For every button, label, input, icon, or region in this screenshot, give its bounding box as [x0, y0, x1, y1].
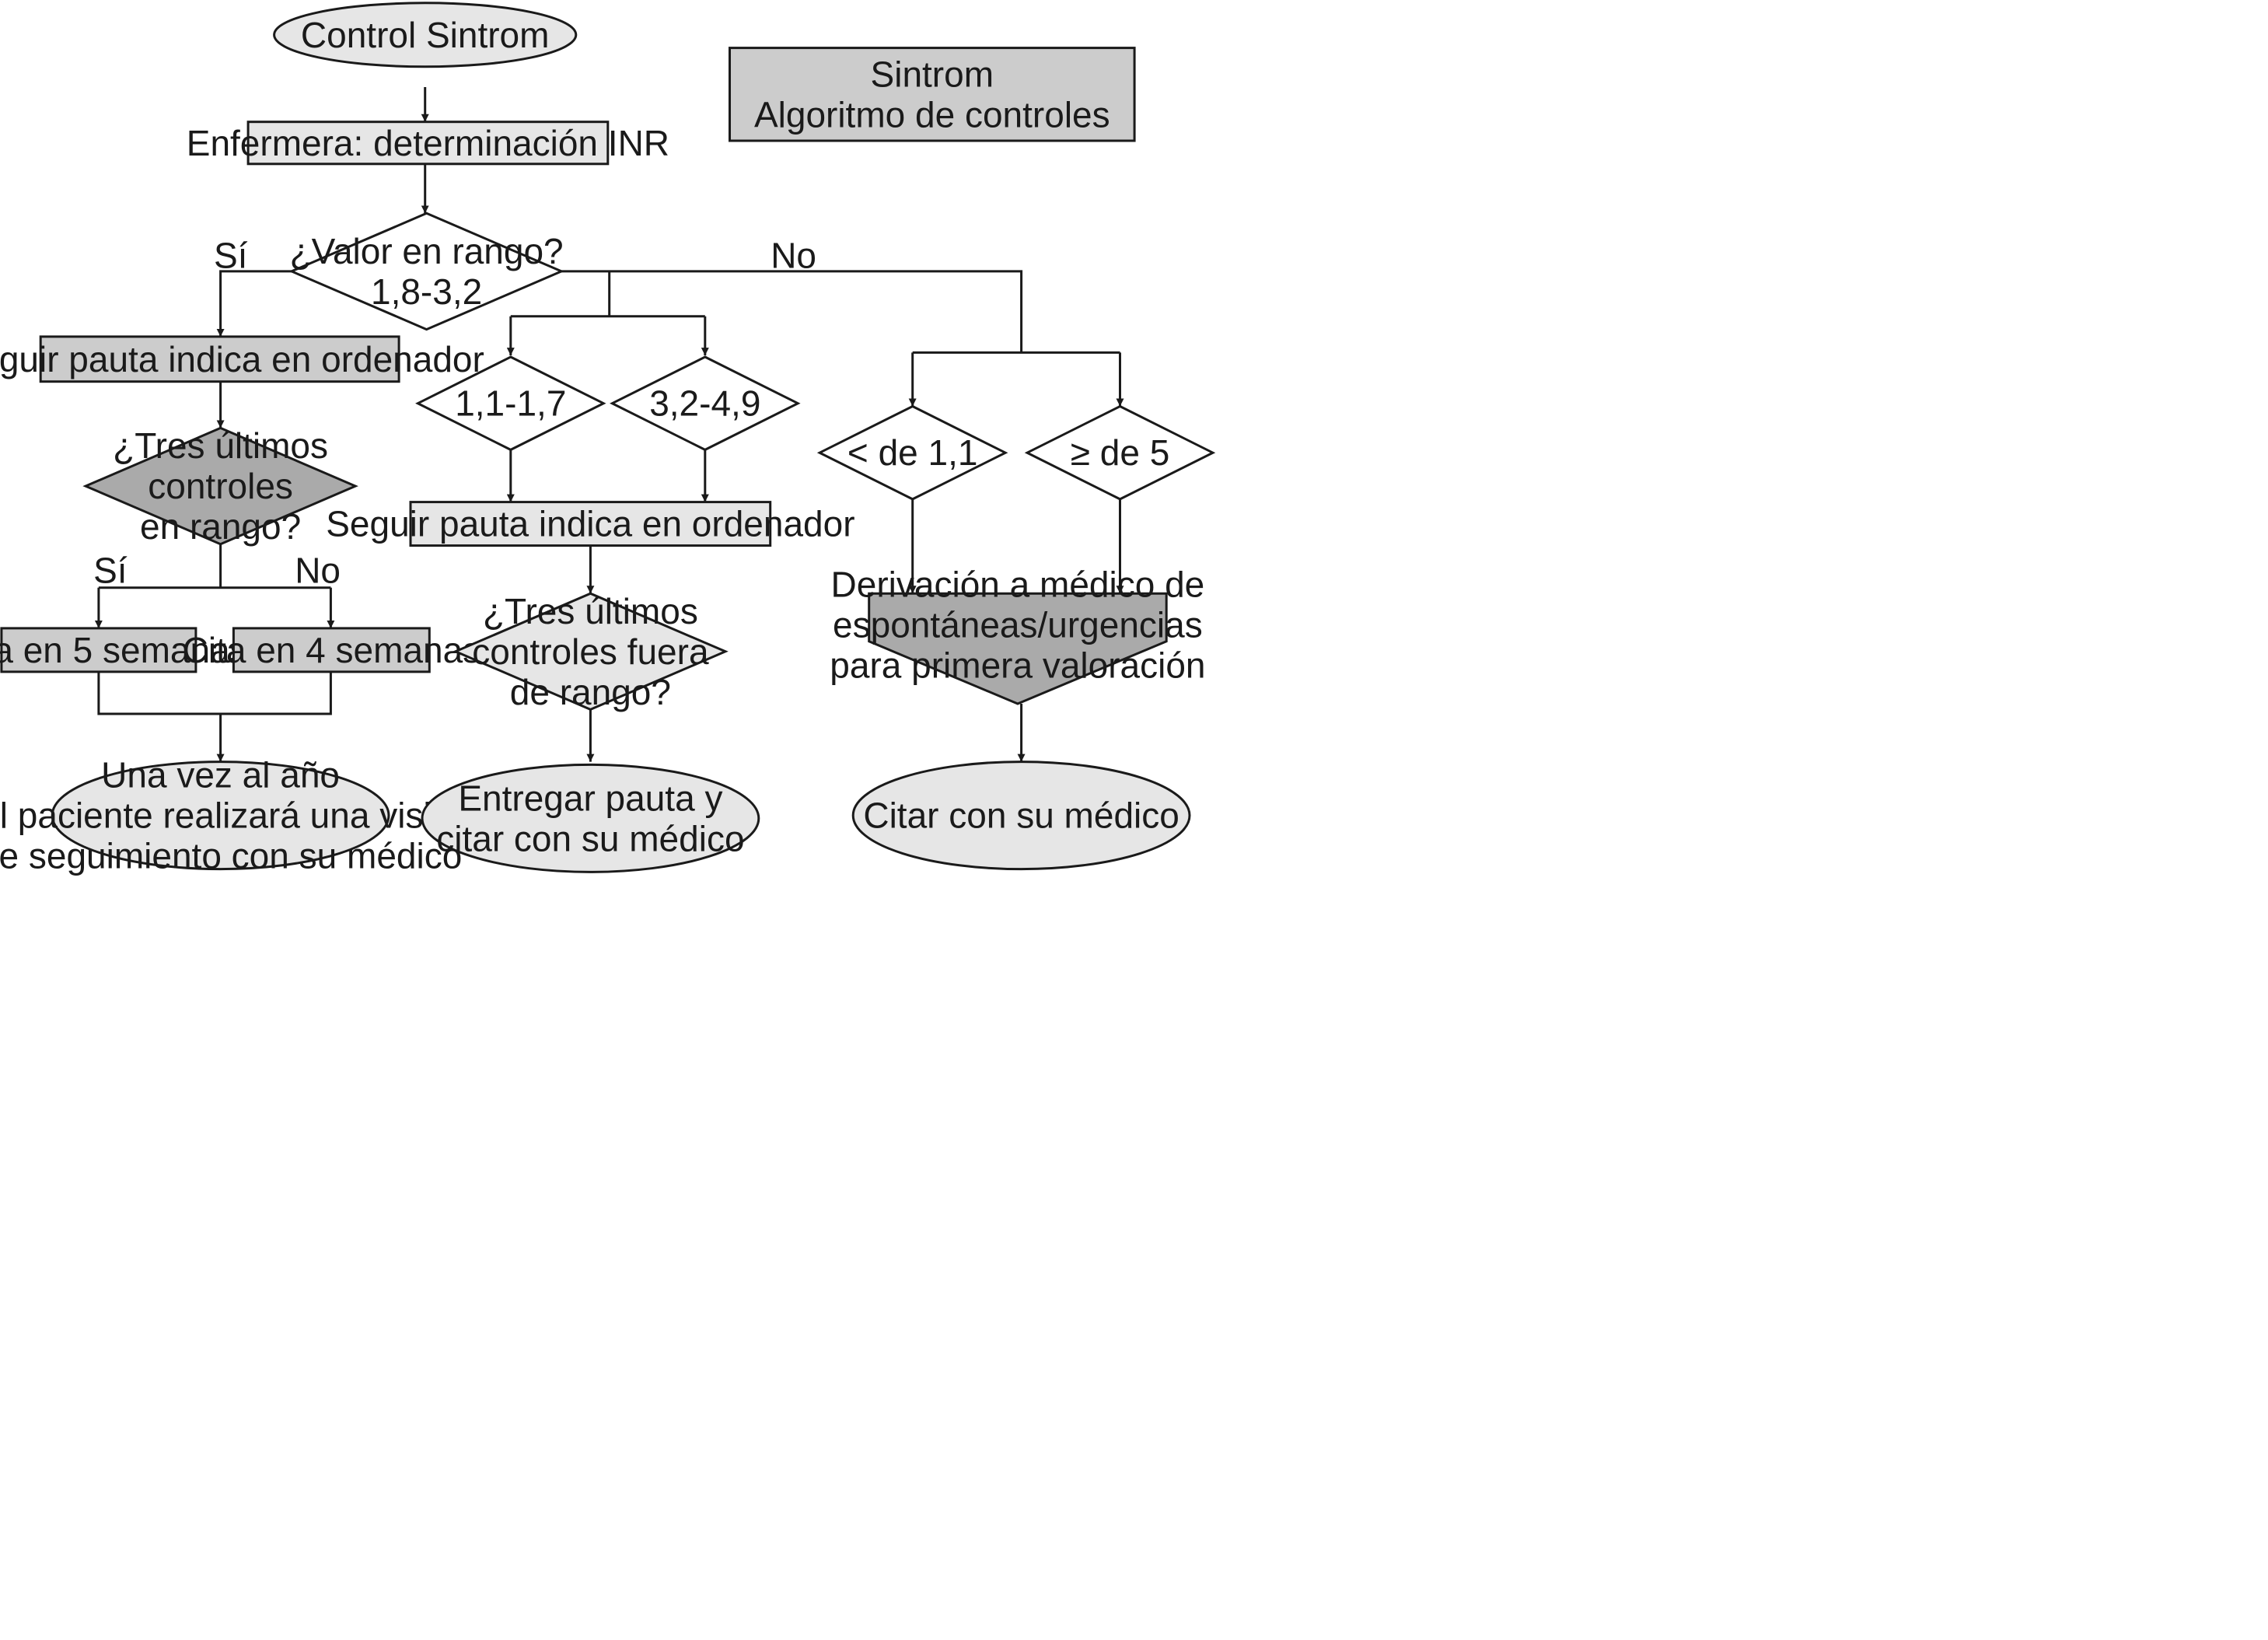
- terminal-shape: [273, 2, 578, 68]
- yearly-visit-line-2: el paciente realizará una visita: [0, 796, 461, 836]
- nurse-inr-line-1: Enfermera: determinación INR: [187, 123, 669, 163]
- yearly-visit-line-3: de seguimiento con su médico: [0, 836, 462, 876]
- three-in-range-decision-line-2: controles: [148, 466, 293, 506]
- follow-schedule-left-line-1: Seguir pauta indica en ordenador: [0, 339, 484, 379]
- follow-schedule-center-node: Seguir pauta indica en ordenador: [326, 501, 855, 547]
- flow-line: [97, 671, 332, 715]
- range-very-low-line-1: < de 1,1: [847, 432, 978, 473]
- referral-line-1: Derivación a médico de: [831, 564, 1205, 604]
- title-box-line-1: Sintrom: [871, 54, 994, 94]
- process-shape: [0, 627, 197, 673]
- title-box-line-2: Algoritmo de controles: [754, 94, 1110, 135]
- follow-schedule-left-node: Seguir pauta indica en ordenador: [0, 335, 484, 383]
- edge-label-range-no: No: [771, 235, 816, 275]
- range-high-moderate-node: 3,2-4,9: [610, 355, 801, 452]
- referral-line-2: espontáneas/urgencias: [833, 604, 1203, 645]
- edge-label-range-yes: Sí: [214, 235, 248, 275]
- decision-shape: [288, 212, 564, 331]
- flow-arrow: [216, 270, 292, 337]
- yearly-visit-line-1: Una vez al año: [101, 755, 340, 796]
- decision-shape: [816, 404, 1008, 501]
- decision-shape: [415, 355, 606, 452]
- appt-4-weeks-node: Cita en 4 semanas: [183, 627, 481, 673]
- decision-shape: [1024, 404, 1216, 501]
- off-page-shape: [868, 592, 1168, 705]
- process-shape: [232, 627, 431, 673]
- range-very-high-line-1: ≥ de 5: [1071, 432, 1170, 473]
- appt-4-weeks-line-1: Cita en 4 semanas: [183, 630, 481, 670]
- follow-schedule-center-line-1: Seguir pauta indica en ordenador: [326, 504, 854, 544]
- range-very-low-node: < de 1,1: [816, 404, 1008, 501]
- connectors: [94, 87, 1124, 762]
- decision-shape: [82, 426, 358, 546]
- range-low-moderate-node: 1,1-1,7: [415, 355, 606, 452]
- three-in-range-decision-line-1: ¿Tres últimos: [113, 425, 328, 466]
- deliver-schedule-line-2: citar con su médico: [436, 818, 744, 858]
- process-shape: [246, 121, 610, 166]
- in-range-decision-line-2: 1,8-3,2: [371, 271, 482, 312]
- start-node: Control Sintrom: [273, 2, 578, 68]
- nurse-inr-node: Enfermera: determinación INR: [187, 121, 669, 166]
- flow-line: [561, 270, 1023, 353]
- decision-shape: [610, 355, 801, 452]
- terminal-shape: [851, 761, 1191, 871]
- in-range-decision-line-1: ¿Valor en rango?: [290, 231, 564, 271]
- range-very-high-node: ≥ de 5: [1024, 404, 1216, 501]
- process-shape: [39, 335, 400, 383]
- three-in-range-decision-line-3: en rango?: [140, 506, 301, 547]
- edge-label-three-yes: Sí: [93, 550, 128, 590]
- referral-node: Derivación a médico deespontáneas/urgenc…: [830, 564, 1206, 705]
- referral-line-3: para primera valoración: [830, 645, 1205, 685]
- edge-label-three-no: No: [295, 550, 341, 590]
- process-shape: [409, 501, 772, 547]
- range-low-moderate-line-1: 1,1-1,7: [455, 383, 566, 424]
- cite-doctor-line-1: Citar con su médico: [863, 796, 1179, 836]
- appt-5-weeks-line-1: Cita en 5 semanas: [0, 630, 248, 670]
- deliver-schedule-line-1: Entregar pauta y: [458, 778, 722, 818]
- terminal-shape: [421, 763, 760, 873]
- three-out-of-range-decision-line-2: controles fuera: [472, 631, 709, 672]
- decision-shape: [453, 592, 729, 712]
- appt-5-weeks-node: Cita en 5 semanas: [0, 627, 248, 673]
- three-out-of-range-decision-line-1: ¿Tres últimos: [483, 591, 698, 631]
- process-shape: [729, 47, 1136, 142]
- terminal-shape: [51, 761, 390, 871]
- cite-doctor-node: Citar con su médico: [851, 761, 1191, 871]
- start-line-1: Control Sintrom: [301, 15, 550, 55]
- in-range-decision-node: ¿Valor en rango?1,8-3,2: [288, 212, 564, 331]
- range-high-moderate-line-1: 3,2-4,9: [649, 383, 760, 424]
- three-out-of-range-decision-line-3: de rango?: [510, 672, 671, 712]
